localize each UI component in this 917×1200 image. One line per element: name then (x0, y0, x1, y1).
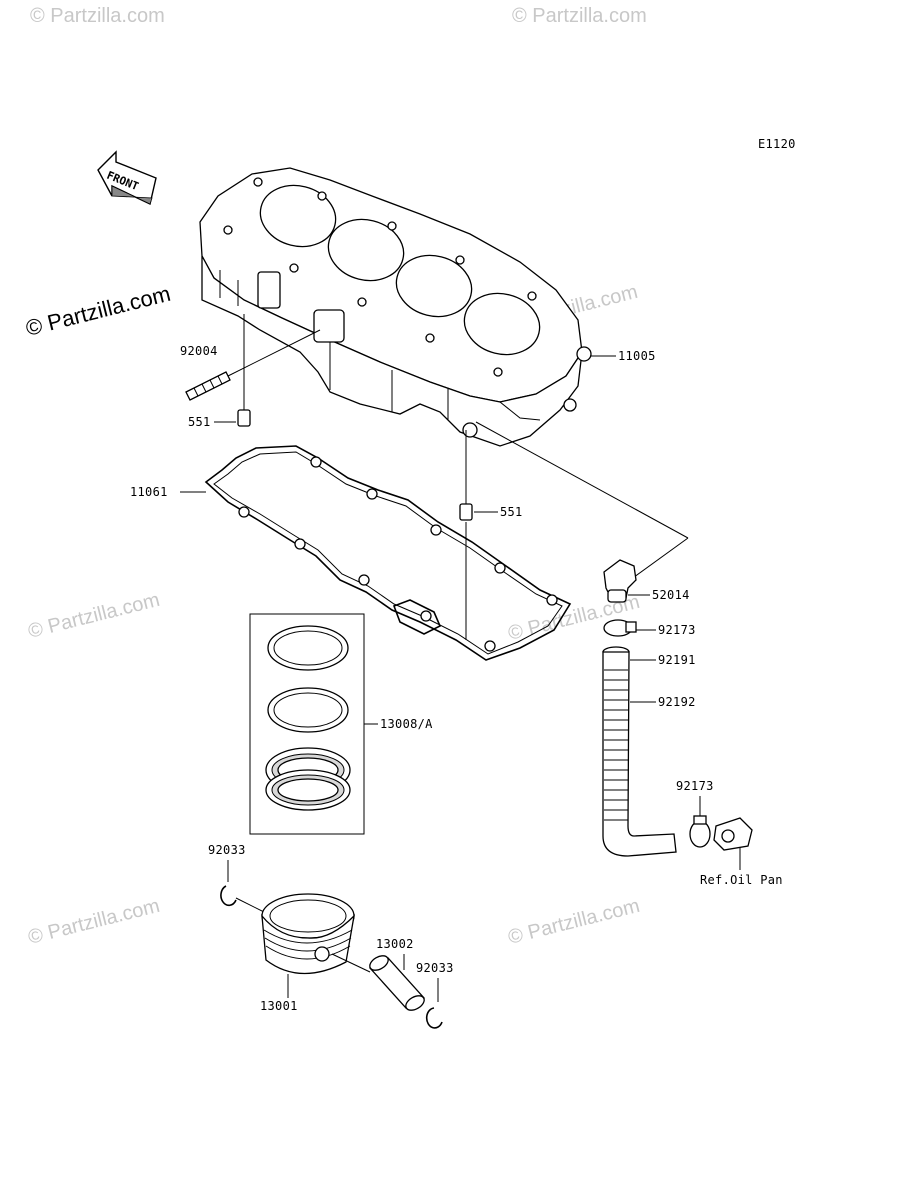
ref-oil-pan-label: Ref.Oil Pan (700, 873, 783, 887)
circlip-92033-right (425, 1007, 443, 1029)
stud-92004-drawing (185, 371, 231, 401)
part-label-92033-right: 92033 (416, 961, 454, 975)
part-label-13001: 13001 (260, 999, 298, 1013)
part-label-92004: 92004 (180, 344, 218, 358)
dowel-551-upper (237, 409, 251, 427)
piston-pin-13002-drawing (368, 955, 426, 1011)
part-label-13002: 13002 (376, 937, 414, 951)
part-label-551-lower: 551 (500, 505, 523, 519)
front-arrow-icon: FRONT (97, 150, 157, 206)
part-label-11005: 11005 (618, 349, 656, 363)
watermark: © Partzilla.com (23, 281, 173, 341)
part-label-92033-left: 92033 (208, 843, 246, 857)
watermark: © Partzilla.com (512, 5, 647, 27)
part-label-92191: 92191 (658, 653, 696, 667)
watermark: © Partzilla.com (26, 589, 162, 643)
clamp-92173-lower-drawing (689, 815, 711, 848)
hose-92191-drawing (602, 646, 677, 857)
part-label-13008A: 13008/A (380, 717, 433, 731)
part-label-92173-upper: 92173 (658, 623, 696, 637)
part-label-92192: 92192 (658, 695, 696, 709)
diagram-code: E1120 (758, 137, 796, 151)
dowel-551-lower (459, 503, 473, 521)
elbow-fitting-52014-drawing (603, 559, 637, 603)
cylinder-block-drawing (199, 167, 592, 447)
piston-rings-13008-drawing (265, 625, 351, 811)
oil-pan-fitting-drawing (713, 817, 753, 851)
part-label-52014: 52014 (652, 588, 690, 602)
part-label-11061: 11061 (130, 485, 168, 499)
circlip-92033-left (220, 885, 237, 907)
piston-13001-drawing (261, 893, 355, 975)
part-label-92173-lower: 92173 (676, 779, 714, 793)
watermark: © Partzilla.com (30, 5, 165, 27)
clamp-92173-upper-drawing (603, 619, 637, 637)
gasket-11061-drawing (204, 445, 572, 661)
watermark: © Partzilla.com (506, 895, 642, 949)
part-label-551-upper: 551 (188, 415, 211, 429)
watermark: © Partzilla.com (26, 895, 162, 949)
